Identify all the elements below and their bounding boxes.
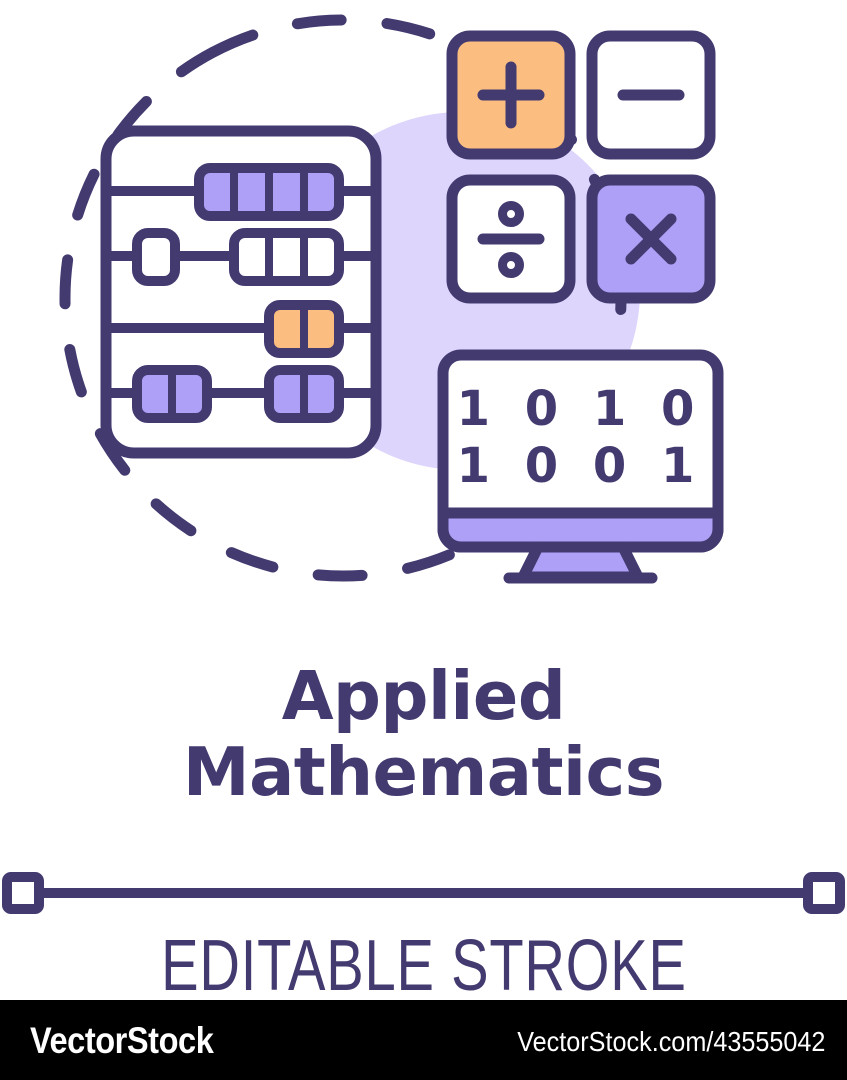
applied-mathematics-illustration: 1 0 1 0 1 0 0 1 [59,14,724,584]
dashed-circle-accent [59,14,627,582]
monitor-binary-row-1: 1 0 1 0 [457,381,704,437]
abacus-row-3-beads [264,300,344,358]
stroke-handle-right[interactable] [803,872,845,914]
vectorstock-logo: VectorStock [30,1020,214,1061]
multiply-icon [625,213,677,265]
operator-key-minus[interactable] [586,30,716,160]
editable-stroke-rule [2,872,845,914]
title-line-1: Applied [281,657,566,735]
stroke-handle-left[interactable] [2,872,44,914]
operator-key-multiply[interactable] [586,174,716,304]
divide-icon [498,201,524,227]
bead-group [132,228,180,286]
abacus-row-1-beads [194,163,344,221]
title-line-2: Mathematics [182,733,665,812]
editable-stroke-label: EDITABLE STROKE [160,926,687,1006]
monitor-binary-row-2: 1 0 0 1 [457,438,704,494]
page-title: Applied Mathematics [0,658,847,811]
watermark-bar: VectorStock VectorStock.com/43555042 [0,1000,847,1080]
abacus-illustration [100,125,382,459]
abacus-row-2-beads [132,228,344,286]
monitor-illustration: 1 0 1 0 1 0 0 1 [437,349,724,584]
bead-group [229,228,344,286]
editable-stroke-caption: EDITABLE STROKE [0,925,847,1007]
divide-icon [498,252,524,278]
vectorstock-url: VectorStock.com/43555042 [516,1026,825,1057]
operator-key-divide[interactable] [446,174,576,304]
monitor-chin [437,507,724,553]
abacus-row-4-beads [132,365,344,423]
operator-key-plus[interactable] [446,30,576,160]
